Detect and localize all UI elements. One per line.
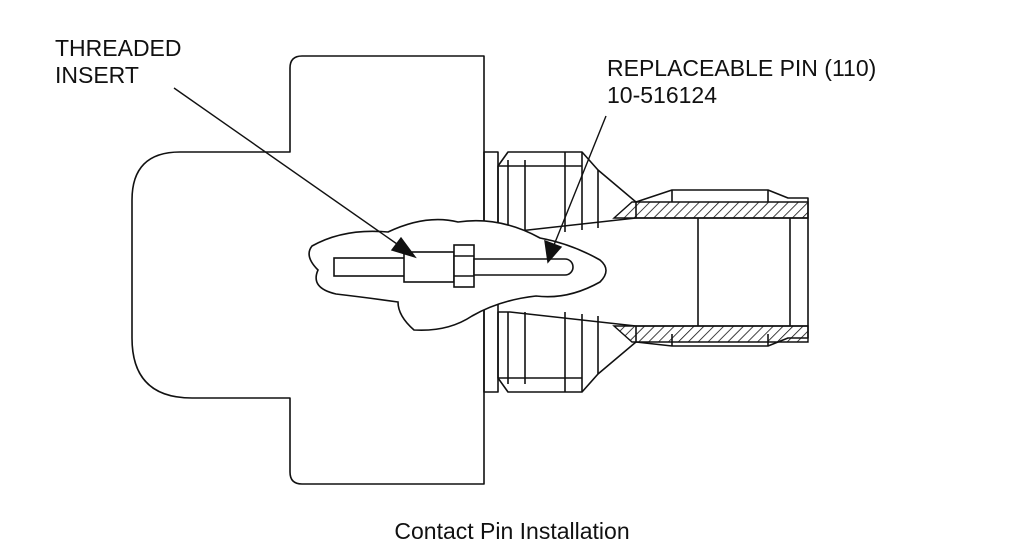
hex-nut bbox=[453, 244, 475, 288]
coupling-bottom bbox=[497, 311, 637, 393]
ferrule-outline bbox=[635, 189, 809, 347]
coupling-top bbox=[497, 151, 637, 233]
replaceable-pin-arrowhead bbox=[544, 239, 563, 264]
replaceable-pin bbox=[473, 258, 574, 276]
thread-hatch-bottom bbox=[612, 325, 809, 343]
threaded-insert-arrowhead bbox=[390, 236, 417, 259]
pin-rod-left bbox=[333, 257, 407, 277]
figure-caption: Contact Pin Installation bbox=[394, 518, 630, 544]
thread-hatch-top bbox=[612, 201, 809, 219]
replaceable-pin-leader bbox=[553, 115, 607, 246]
threaded-insert-label: THREADED INSERT bbox=[55, 35, 182, 88]
threaded-insert bbox=[403, 251, 455, 283]
replaceable-pin-label: REPLACEABLE PIN (110) 10-516124 bbox=[607, 55, 877, 108]
connector-body-outline bbox=[131, 55, 485, 485]
threaded-insert-leader bbox=[173, 87, 398, 245]
